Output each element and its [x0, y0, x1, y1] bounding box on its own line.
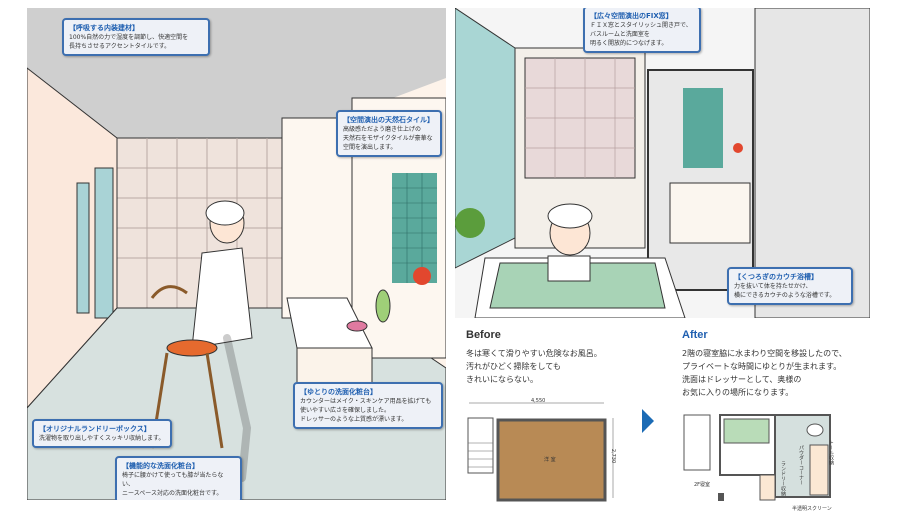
washroom-illustration: 【呼吸する内装建材】 100%自然の力で湿度を調節し、快適空間を 長持ちさせるア…: [27, 8, 446, 500]
callout-body: 椅子に腰かけて使っても膝が当たらない、 ニースペース対応の洗面化粧台です。: [122, 472, 224, 497]
toilet-storage-label: トール収納: [828, 440, 834, 465]
room-label-western: 洋 室: [544, 457, 556, 463]
bathroom-drawing: [455, 8, 870, 318]
bathroom-illustration: 【広々空間演出のFIX窓】 ＦＩＸ窓とスタイリッシュ開き戸で、 バスルームと洗面…: [455, 8, 870, 318]
callout-title: 【くつろぎのカウチ浴槽】: [734, 273, 818, 281]
before-description: 冬は寒くて滑りやすい危険なお風呂。 汚れがひどく掃除をしても きれいにならない。: [466, 349, 602, 384]
callout-title: 【広々空間演出のFIX窓】: [590, 12, 673, 20]
callout-fix-window: 【広々空間演出のFIX窓】 ＦＩＸ窓とスタイリッシュ開き戸で、 バスルームと洗面…: [583, 8, 701, 53]
plan-height-dimension: 2,730: [610, 448, 617, 464]
callout-title: 【ゆとりの洗面化粧台】: [300, 388, 377, 396]
callout-title: 【オリジナルランドリーボックス】: [39, 425, 151, 433]
before-plan-drawing: [467, 402, 614, 502]
before-to-after-arrow-icon: [642, 409, 654, 433]
powder-corner-label: パウダーコーナー: [798, 445, 804, 485]
callout-body: 高級感ただよう磨き仕上げの 天然石をモザイクタイルが豪華な 空間を演出します。: [343, 126, 433, 151]
callout-body: 力を抜いて体を持たせかけ、 横にできるカウチのような浴槽です。: [734, 283, 836, 299]
callout-breathing-tile: 【呼吸する内装建材】 100%自然の力で湿度を調節し、快適空間を 長持ちさせるア…: [62, 18, 210, 56]
bedroom-label: 2F寝室: [694, 482, 711, 488]
callout-title: 【呼吸する内装建材】: [69, 24, 139, 32]
callout-laundry-box: 【オリジナルランドリーボックス】 洗濯物を取り出しやすくスッキリ収納します。: [32, 419, 172, 448]
callout-title: 【空間演出の天然石タイル】: [343, 116, 434, 124]
laundry-storage-label: ランドリー収納: [780, 461, 786, 496]
callout-body: ＦＩＸ窓とスタイリッシュ開き戸で、 バスルームと洗面室を 明るく開放的につなげま…: [590, 22, 692, 47]
callout-functional-vanity: 【機能的な洗面化粧台】 椅子に腰かけて使っても膝が当たらない、 ニースペース対応…: [115, 456, 242, 500]
screen-label: 半透明スクリーン: [792, 506, 832, 512]
after-description: 2階の寝室脇に水まわり空間を移設したので、 プライベートな時間にゆとりが生まれま…: [682, 349, 847, 397]
callout-spacious-vanity: 【ゆとりの洗面化粧台】 カウンターはメイク・スキンケア用品を拡げても 使いやすい…: [293, 382, 443, 429]
callout-body: 100%自然の力で湿度を調節し、快適空間を 長持ちさせるアクセントタイルです。: [69, 34, 189, 50]
after-floor-plan: トール収納 パウダーコーナー ランドリー収納 2F寝室 半透明スクリーン: [680, 405, 850, 514]
callout-title: 【機能的な洗面化粧台】: [122, 462, 199, 470]
plan-width-dimension: 4,550: [531, 398, 546, 404]
callout-couch-bathtub: 【くつろぎのカウチ浴槽】 力を抜いて体を持たせかけ、 横にできるカウチのような浴…: [727, 267, 853, 305]
callout-body: カウンターはメイク・スキンケア用品を拡げても 使いやすい広さを確保しました。 ド…: [300, 398, 432, 423]
callout-body: 洗濯物を取り出しやすくスッキリ収納します。: [39, 435, 165, 442]
before-title: Before: [466, 329, 501, 341]
before-floor-plan: 4,550 2,730 洋 室: [466, 398, 616, 508]
washroom-drawing: [27, 8, 446, 500]
after-plan-drawing: [683, 414, 831, 501]
callout-natural-stone: 【空間演出の天然石タイル】 高級感ただよう磨き仕上げの 天然石をモザイクタイルが…: [336, 110, 442, 157]
after-title: After: [682, 329, 708, 341]
